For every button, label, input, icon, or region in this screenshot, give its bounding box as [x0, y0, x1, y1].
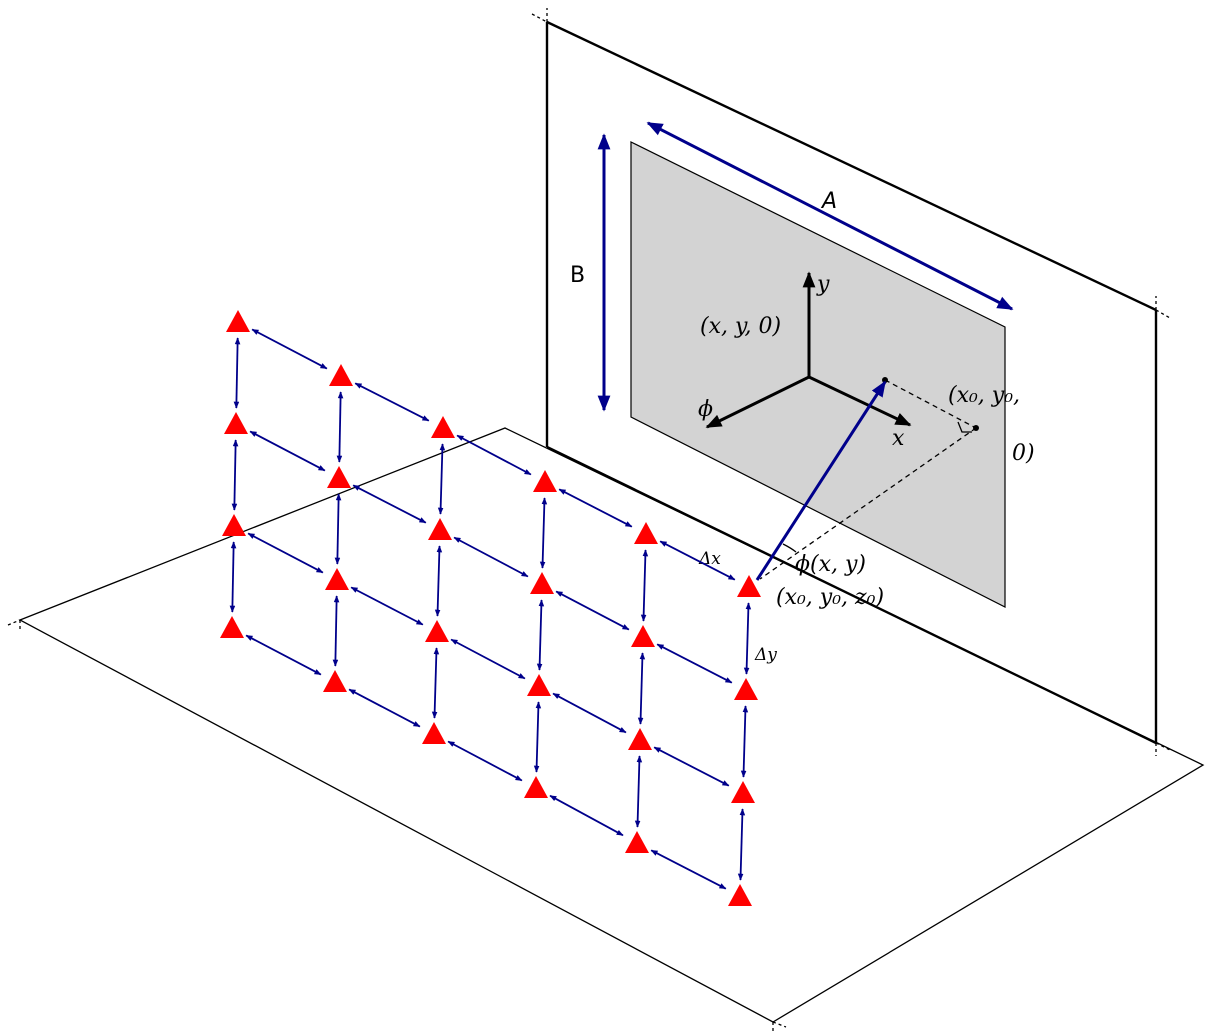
ground-plane [18, 427, 1205, 1023]
vertical-link [740, 705, 749, 778]
sensor-array-nodes [220, 310, 761, 906]
sensor-node [631, 625, 655, 647]
sensor-node [431, 416, 455, 438]
vertical-link [332, 595, 340, 667]
horizontal-link [456, 434, 532, 476]
sensor-node [524, 776, 548, 798]
horizontal-link [352, 484, 427, 524]
vertical-link [229, 541, 237, 613]
angle-label: ϕ(x, y) [795, 552, 866, 577]
vertical-link [533, 701, 542, 773]
delta-y-label: Δy [754, 645, 777, 665]
vertical-link [536, 599, 545, 671]
sensor-node [323, 670, 347, 692]
sensor-node [533, 470, 557, 492]
wall-corner-marks [531, 8, 1171, 756]
array-point-label: (x₀, y₀, z₀) [776, 585, 884, 610]
vertical-link [233, 337, 241, 409]
ground-corner-marks [7, 619, 787, 1034]
propagation-vector [755, 380, 887, 581]
dimension-b-label: B [570, 263, 585, 288]
sensor-node [731, 781, 755, 803]
axis-phi-arrow [705, 375, 810, 429]
sensor-node [634, 522, 658, 544]
sensor-node [734, 678, 758, 700]
sensor-node [325, 568, 349, 590]
vertical-link [737, 808, 746, 881]
horizontal-link [555, 590, 630, 631]
sensor-node [428, 518, 452, 540]
horizontal-link [251, 328, 328, 370]
projection-lines [759, 379, 977, 580]
vertical-link [640, 549, 649, 622]
sensor-node [628, 728, 652, 750]
target-point-label: (x₀, y₀,0) [948, 383, 1035, 466]
local-axes [705, 271, 912, 429]
sensor-node [530, 572, 554, 594]
sensor-node [226, 310, 250, 332]
sensor-node [224, 412, 248, 434]
axis-x-label: x [892, 426, 905, 451]
horizontal-link [453, 536, 529, 578]
axis-x-arrow [808, 375, 912, 427]
horizontal-link [249, 430, 326, 472]
horizontal-link [247, 532, 324, 574]
target-point [973, 425, 979, 431]
sensor-node [737, 575, 761, 597]
horizontal-link [447, 740, 523, 782]
vertical-link [539, 497, 548, 569]
sensor-node [327, 466, 351, 488]
vertical-link [431, 647, 440, 719]
horizontal-link [350, 586, 424, 626]
dimension-a-arrow [646, 121, 1014, 311]
horizontal-link [348, 688, 421, 728]
vertical-link [437, 443, 446, 515]
wall-plane [545, 20, 1158, 745]
vertical-link [634, 755, 643, 828]
sensor-node [625, 831, 649, 853]
sensor-node [728, 884, 752, 906]
vertical-link [434, 545, 443, 617]
sensor-node [425, 620, 449, 642]
vertical-link [231, 439, 239, 511]
sensor-node [222, 514, 246, 536]
sensor-node [220, 616, 244, 638]
horizontal-link [659, 540, 736, 581]
horizontal-link [656, 643, 733, 684]
axis-phi-label: ϕ [698, 397, 713, 422]
horizontal-link [450, 638, 526, 680]
horizontal-link [549, 794, 624, 837]
angle-arc [782, 543, 797, 553]
horizontal-link [653, 746, 730, 787]
horizontal-link [650, 849, 727, 890]
horizontal-link [552, 692, 627, 734]
axis-y-label: y [816, 272, 830, 297]
sensor-node [329, 364, 353, 386]
sensor-node [422, 722, 446, 744]
sensor-node [527, 674, 551, 696]
vertical-link [336, 391, 344, 463]
vertical-link [334, 493, 342, 565]
horizontal-link [245, 634, 322, 676]
origin-point-label: (x, y, 0) [700, 314, 781, 339]
horizontal-link [354, 382, 430, 422]
vertical-link [637, 652, 646, 725]
horizontal-link [558, 488, 633, 528]
vertical-link [743, 602, 752, 675]
dimension-a-label: A [820, 189, 837, 214]
sensor-array-links [229, 328, 752, 890]
